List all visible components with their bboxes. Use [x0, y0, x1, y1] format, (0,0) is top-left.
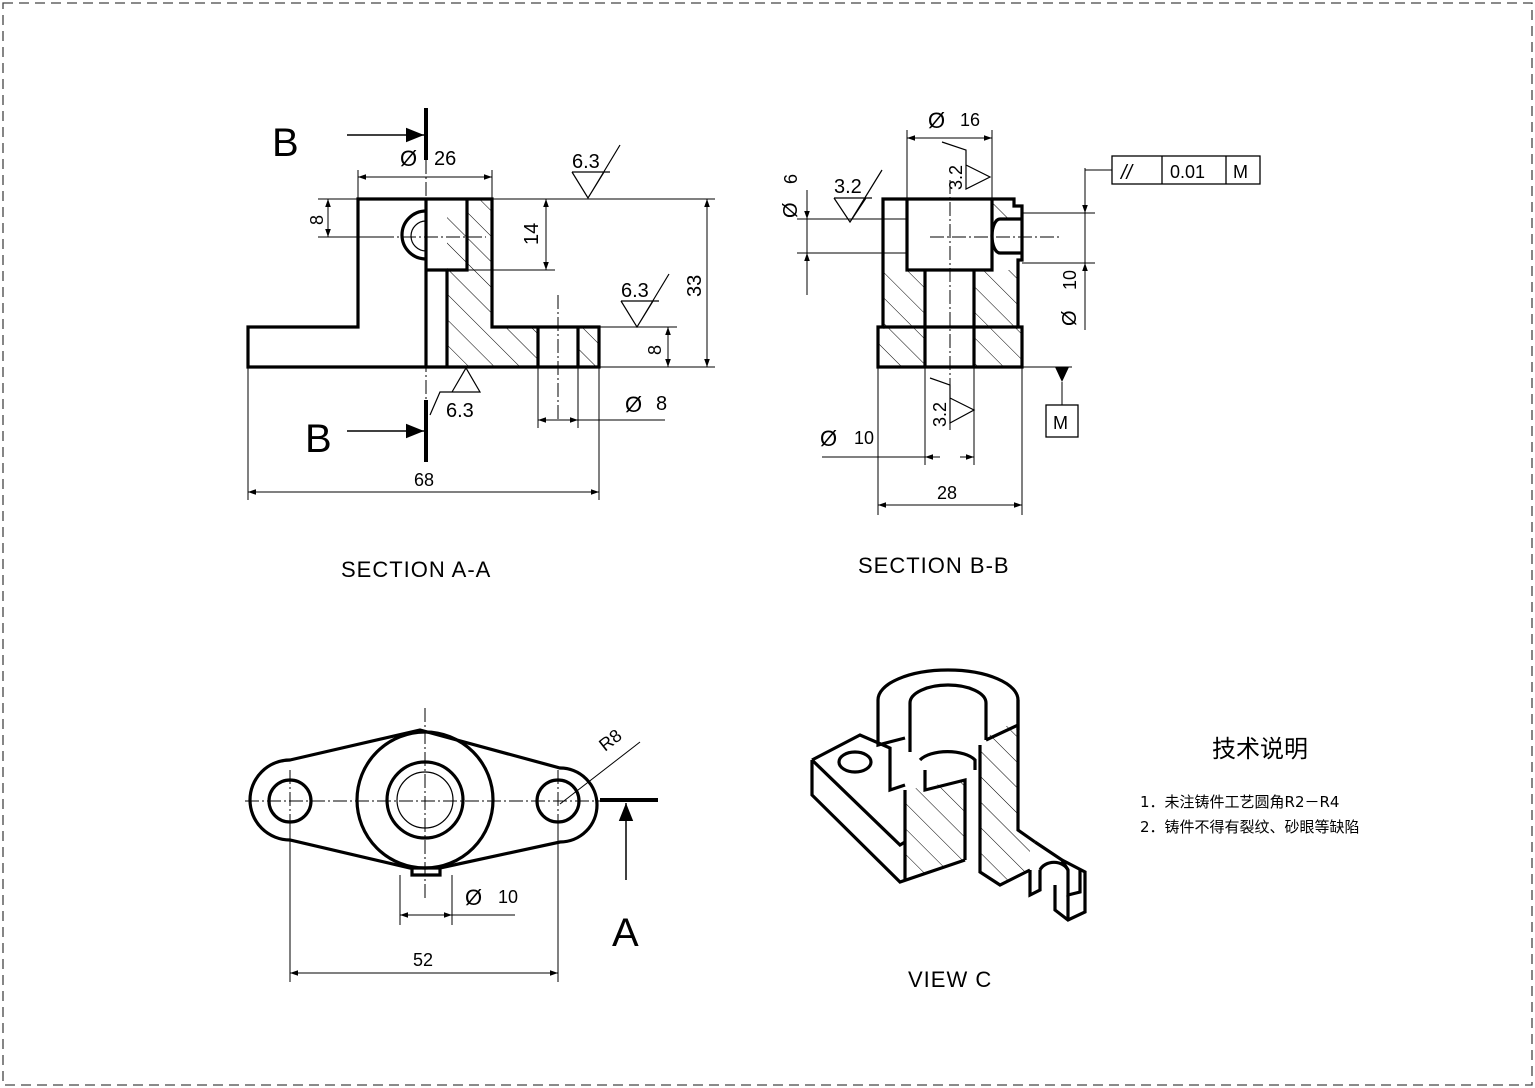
dim-bb-d10-right: 10 — [1060, 270, 1080, 290]
dim-bb-d10-symbol: Ø — [1059, 310, 1081, 326]
datum-label: M — [1053, 413, 1068, 433]
roughness-bb-bottom: 3.2 — [930, 402, 950, 427]
tolerance-value: 0.01 — [1170, 162, 1205, 182]
section-aa-title: SECTION A-A — [341, 557, 491, 582]
diameter-symbol: Ø — [820, 426, 837, 451]
diameter-symbol: Ø — [928, 108, 945, 133]
roughness-aa-right: 6.3 — [621, 280, 649, 302]
diameter-symbol: Ø — [465, 885, 482, 910]
cut-label-b-top: B — [272, 121, 299, 165]
roughness-aa-bottom: 6.3 — [446, 400, 474, 422]
dim-bb-d16: 16 — [960, 110, 980, 130]
top-view — [245, 708, 658, 982]
cut-label-b-bottom: B — [305, 417, 332, 461]
dim-bb-d10-left: 10 — [854, 428, 874, 448]
datum-box — [1045, 404, 1079, 438]
tolerance-datum: M — [1233, 162, 1248, 182]
dim-aa-d8: 8 — [656, 393, 667, 415]
section-b-b-view — [797, 130, 1112, 515]
dim-top-52: 52 — [413, 950, 433, 970]
view-c-title: VIEW C — [908, 967, 992, 992]
dim-top-d10: 10 — [498, 887, 518, 907]
dim-bb-28: 28 — [937, 483, 957, 503]
note-item-2: 2．铸件不得有裂纹、砂眼等缺陷 — [1140, 818, 1360, 836]
tolerance-symbol: // — [1119, 162, 1135, 184]
note-item-1: 1．未注铸件工艺圆角R2－R4 — [1140, 793, 1339, 811]
dim-aa-8-base: 8 — [645, 345, 665, 355]
section-a-a-view — [246, 108, 715, 500]
dim-bb-d6-symbol: Ø — [780, 202, 802, 218]
dim-aa-33: 33 — [684, 275, 706, 297]
dim-aa-68: 68 — [414, 470, 434, 490]
diameter-symbol: Ø — [625, 392, 642, 417]
roughness-bb-top: 3.2 — [946, 165, 966, 190]
dim-aa-14: 14 — [521, 223, 543, 245]
cut-label-a: A — [612, 911, 639, 955]
roughness-bb-left: 3.2 — [834, 176, 862, 198]
section-bb-title: SECTION B-B — [858, 553, 1010, 578]
dim-aa-d26: 26 — [434, 148, 456, 170]
dim-aa-8-top: 8 — [307, 215, 327, 225]
notes-title: 技术说明 — [1212, 735, 1308, 763]
diameter-symbol: Ø — [400, 146, 417, 171]
geometric-tolerance-frame — [1111, 155, 1261, 185]
roughness-aa-top: 6.3 — [572, 151, 600, 173]
dim-top-r8: R8 — [595, 725, 625, 755]
view-c-isometric — [810, 668, 1087, 922]
dim-bb-d6: 6 — [781, 174, 801, 184]
